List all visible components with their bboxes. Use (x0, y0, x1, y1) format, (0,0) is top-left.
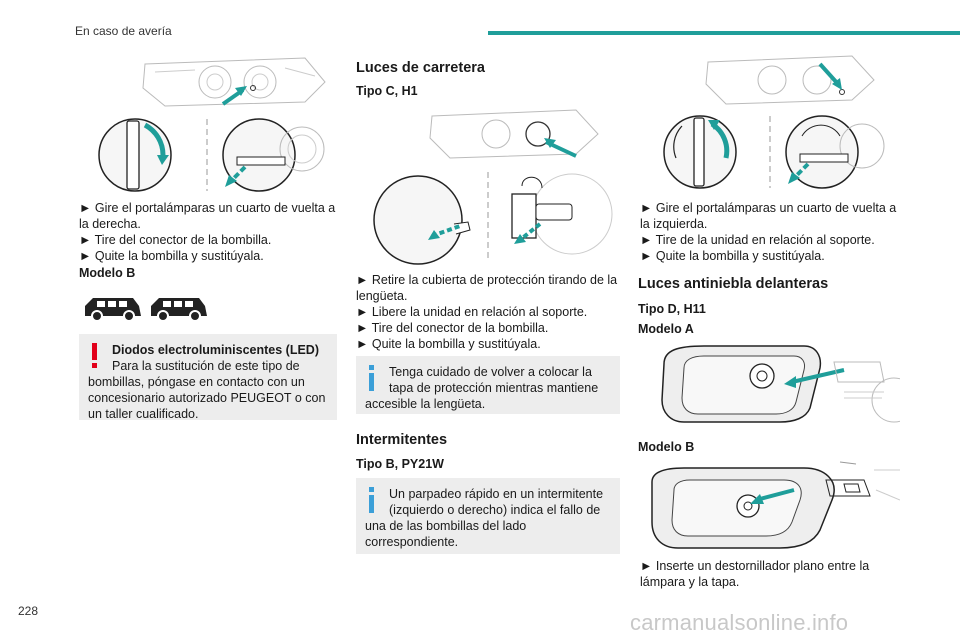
high-beam-heading: Luces de carretera (356, 60, 485, 76)
info-icon (369, 365, 374, 391)
warning-exclamation-icon (92, 343, 97, 368)
lampholder-rotate-right-illustration (98, 118, 325, 192)
type-d-heading: Tipo D, H11 (638, 302, 706, 316)
screwdriver-step: ► Inserte un destornillador plano entre … (640, 558, 898, 590)
warning-text-first: Para la sustitución de este tipo de (112, 359, 300, 373)
step-item: ► Inserte un destornillador plano entre … (640, 559, 870, 589)
step-item: ► Quite la bombilla y sustitúyala. (640, 249, 825, 263)
steps-list: ► Gire el portalámparas un cuarto de vue… (79, 200, 337, 264)
info-text-rest: accesible la lengüeta. (365, 397, 486, 411)
model-a-heading: Modelo A (638, 322, 694, 336)
step-item: ► Libere la unidad en relación al soport… (356, 305, 588, 319)
indicator-info-note: Un parpadeo rápido en un intermitente (i… (356, 478, 620, 554)
step-item: ► Tire del conector de la bombilla. (79, 233, 272, 247)
headlamp-high-beam-illustration (429, 109, 599, 159)
page-number: 228 (18, 604, 39, 618)
headlamp-illustration (705, 55, 875, 105)
warning-title: Diodos electroluminiscentes (LED) (112, 343, 319, 357)
info-text-rest: una de las bombillas del lado correspond… (365, 519, 527, 549)
step-item: ► Quite la bombilla y sustitúyala. (79, 249, 264, 263)
info-text-second: (izquierdo o derecho) indica el fallo de (389, 503, 601, 517)
vehicle-silhouettes-icon (85, 298, 207, 322)
cover-removal-illustration (373, 172, 613, 265)
warning-text-rest: bombillas, póngase en contacto con un co… (88, 375, 326, 421)
led-warning-note: Diodos electroluminiscentes (LED) Para l… (79, 334, 337, 421)
indicators-heading: Intermitentes (356, 432, 448, 448)
fog-lamp-model-b-illustration (651, 461, 900, 549)
info-icon (369, 487, 374, 513)
model-b-heading: Modelo B (638, 440, 695, 454)
cover-info-note: Tenga cuidado de volver a colocar la tap… (356, 356, 620, 414)
step-item: ► Quite la bombilla y sustitúyala. (356, 337, 541, 351)
steps-list: ► Gire el portalámparas un cuarto de vue… (640, 200, 900, 264)
info-text-first: Tenga cuidado de volver a colocar la (389, 365, 592, 379)
fog-lamp-model-a-illustration (661, 345, 900, 423)
headlamp-illustration (142, 57, 326, 107)
watermark: carmanualsonline.info (630, 610, 849, 635)
step-item: ► Tire del conector de la bombilla. (356, 321, 549, 335)
step-item: ► Gire el portalámparas un cuarto de vue… (640, 201, 897, 231)
info-text-second: tapa de protección mientras mantiene (389, 381, 599, 395)
step-item: ► Retire la cubierta de protección tiran… (356, 273, 618, 303)
fog-lights-heading: Luces antiniebla delanteras (638, 276, 829, 292)
running-header: En caso de avería (75, 24, 172, 38)
steps-list: ► Retire la cubierta de protección tiran… (356, 272, 618, 352)
info-text-first: Un parpadeo rápido en un intermitente (389, 487, 604, 501)
header-accent-bar (488, 31, 960, 35)
model-b-heading: Modelo B (79, 266, 136, 280)
type-b-heading: Tipo B, PY21W (356, 457, 444, 471)
type-c-heading: Tipo C, H1 (356, 84, 418, 98)
step-item: ► Gire el portalámparas un cuarto de vue… (79, 201, 336, 231)
step-item: ► Tire de la unidad en relación al sopor… (640, 233, 875, 247)
lampholder-rotate-left-illustration (663, 115, 885, 189)
